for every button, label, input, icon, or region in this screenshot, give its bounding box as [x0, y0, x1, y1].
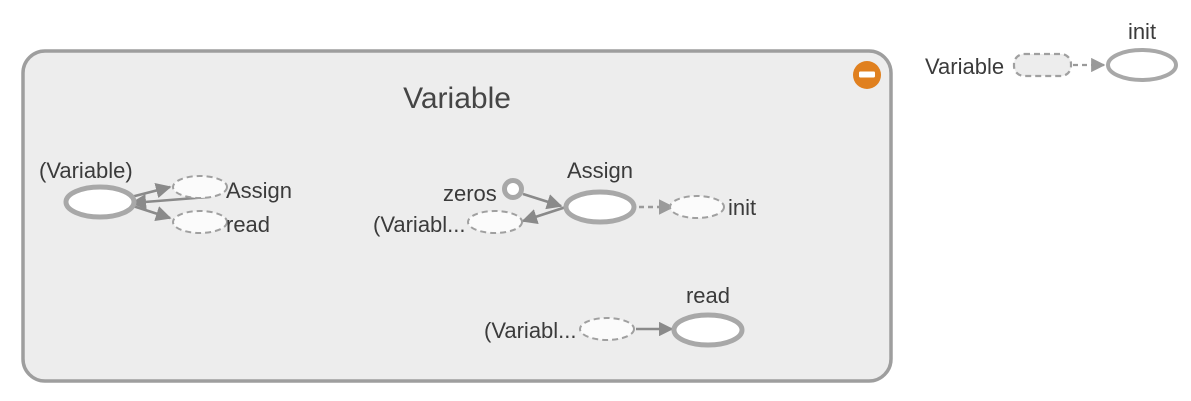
node-read-stub[interactable]	[172, 210, 228, 234]
node-variable-source[interactable]	[63, 184, 137, 220]
cluster-assign[interactable]: zeros (Variabl... Assign init	[373, 158, 756, 237]
mini-variable-label: Variable	[925, 54, 1004, 79]
cluster-read[interactable]: (Variabl... read	[484, 283, 745, 348]
node-init-stub[interactable]	[669, 195, 725, 219]
minus-icon	[859, 71, 875, 78]
left-source-label: (Variable)	[39, 158, 133, 183]
zeros-label: zeros	[443, 181, 497, 206]
left-read-label: read	[226, 212, 270, 237]
node-middle-variable-stub[interactable]	[467, 210, 523, 234]
node-assign[interactable]	[563, 189, 637, 225]
cluster-variable-fanout[interactable]: (Variable) Assign read	[39, 158, 292, 237]
group-border[interactable]	[21, 49, 893, 383]
node-assign-stub[interactable]	[172, 175, 228, 199]
group-title: Variable	[403, 82, 511, 115]
left-assign-label: Assign	[226, 178, 292, 203]
node-mini-variable-stub[interactable]	[1012, 52, 1073, 78]
node-mini-init[interactable]	[1106, 48, 1178, 82]
node-zeros[interactable]	[502, 178, 524, 200]
edge-variable-to-read	[132, 204, 172, 222]
assign-node-label: Assign	[567, 158, 633, 183]
variable-group-container[interactable]: Variable	[21, 49, 893, 383]
middle-variable-in-label: (Variabl...	[373, 212, 466, 237]
node-bottom-variable-stub[interactable]	[579, 317, 635, 341]
read-node-label: read	[686, 283, 730, 308]
mini-graph-variable-init[interactable]: Variable init	[925, 19, 1178, 82]
edge-assign-to-variable-in	[521, 205, 567, 225]
bottom-variable-in-label: (Variabl...	[484, 318, 577, 343]
mini-init-label: init	[1128, 19, 1156, 44]
node-read[interactable]	[671, 312, 745, 348]
middle-init-label: init	[728, 195, 756, 220]
collapse-button[interactable]	[853, 61, 881, 89]
edge-zeros-to-assign	[522, 192, 563, 210]
